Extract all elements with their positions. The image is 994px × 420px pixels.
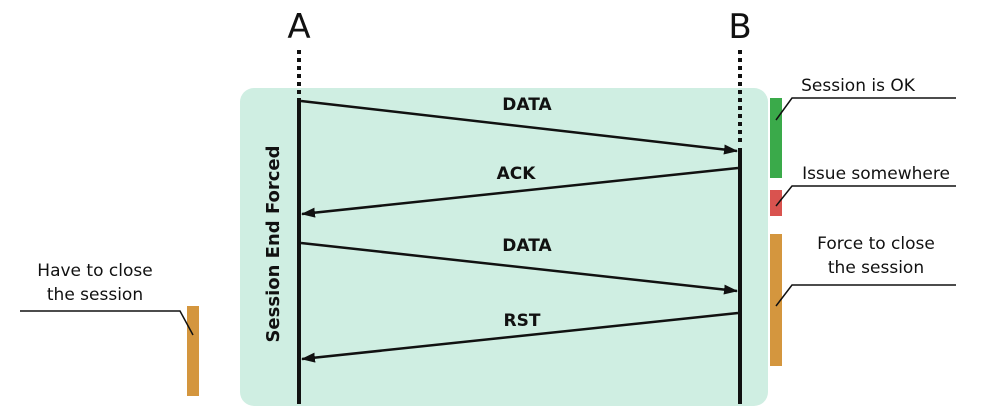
note-issue: Issue somewhere — [802, 164, 950, 184]
message-arrow-ack — [301, 166, 739, 218]
note-have-to-close-line-1: Have to close — [37, 261, 152, 281]
status-bar-force-close — [770, 234, 782, 366]
note-session-ok: Session is OK — [801, 76, 916, 96]
session-box — [240, 88, 768, 406]
message-label-rst: RST — [504, 311, 541, 331]
callout-have-to-close — [20, 310, 194, 336]
participant-a-label: A — [287, 7, 310, 47]
session-box-label: Session End Forced — [263, 145, 284, 342]
message-arrow-data-2 — [300, 241, 738, 295]
message-arrow-rst — [301, 311, 739, 363]
callout-force-close — [775, 284, 956, 307]
callout-issue — [775, 185, 956, 207]
message-arrow-data-1 — [300, 99, 738, 155]
message-label-data-2: DATA — [502, 236, 552, 256]
note-force-close-line-2: the session — [828, 258, 924, 278]
status-bar-issue — [770, 190, 782, 216]
note-have-to-close-line-2: the session — [47, 285, 143, 305]
callout-session-ok — [775, 97, 956, 121]
participant-b-label: B — [728, 7, 751, 47]
status-bar-have-to-close — [187, 306, 199, 396]
message-label-ack: ACK — [497, 164, 537, 184]
status-bar-session-ok — [770, 98, 782, 178]
note-force-close-line-1: Force to close — [817, 234, 935, 254]
message-label-data-1: DATA — [502, 95, 552, 115]
